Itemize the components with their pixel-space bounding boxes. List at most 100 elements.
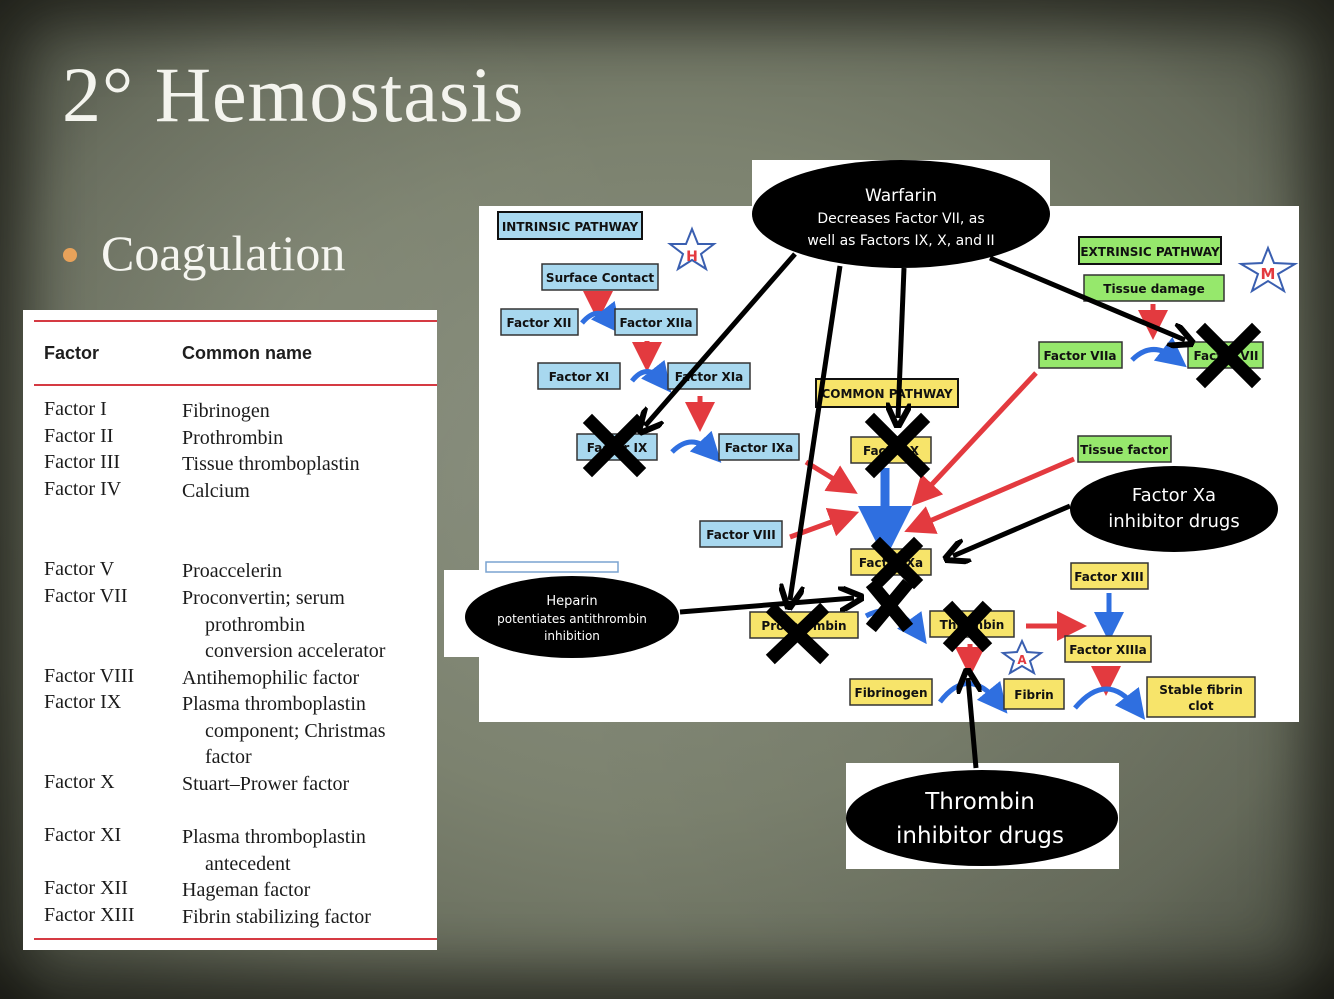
x-mark-factor-xa [870, 536, 924, 590]
header-factor: Factor [44, 343, 100, 363]
table-top-rule [34, 320, 437, 322]
x-mark-prothrombin [765, 602, 830, 665]
common-name-line: Tissue thromboplastin [182, 453, 360, 475]
factor-cell: Factor X [44, 771, 115, 793]
xa-inhibitor-line1: Factor Xa [1132, 485, 1216, 506]
star-m-letter: M [1261, 265, 1276, 283]
common-name-line: Plasma thromboplastin [182, 826, 366, 848]
common-name-cell: Proconvertin; serum prothrombin conversion… [182, 585, 434, 665]
heparin-ellipse [465, 576, 679, 658]
common-name-cell: Antihemophilic factor [182, 665, 434, 692]
box-stable-clot-line1: Stable fibrin [1159, 683, 1243, 697]
box-tissue-damage: Tissue damage [1103, 282, 1204, 296]
box-factor-ixa: Factor IXa [725, 441, 794, 455]
box-factor-xiiia: Factor XIIIa [1069, 643, 1147, 657]
box-factor-xii: Factor XII [507, 316, 572, 330]
star-h-icon [667, 226, 717, 272]
common-name-cell: Fibrin stabilizing factor [182, 904, 434, 931]
common-name-line: Plasma thromboplastin [182, 693, 366, 715]
box-factor-xiii: Factor XIII [1074, 570, 1143, 584]
star-m-icon [1237, 245, 1299, 294]
heparin-line3: inhibition [544, 629, 600, 643]
warfarin-line2: Decreases Factor VII, as [817, 211, 984, 227]
common-name-cell: Plasma thromboplastin component; Christma… [182, 691, 434, 771]
common-name-cell: Hageman factor [182, 877, 434, 904]
common-name-line: Antihemophilic factor [182, 667, 360, 689]
box-factor-xiia: Factor XIIa [619, 316, 692, 330]
inhibitor-arrows [645, 252, 1185, 769]
common-name-cell: Prothrombin [182, 425, 434, 452]
common-name-line: Prothrombin [182, 427, 284, 449]
box-factor-viia: Factor VIIa [1043, 349, 1116, 363]
slide-title: 2° Hemostasis [62, 51, 525, 138]
common-name-cell: Calcium [182, 478, 434, 505]
warfarin-title: Warfarin [865, 186, 937, 206]
extrinsic-pathway-label [1078, 236, 1222, 265]
factor-cell: Factor XI [44, 824, 122, 846]
box-fibrin: Fibrin [1014, 688, 1053, 702]
box-stable-clot-line2: clot [1188, 699, 1213, 713]
xa-inhibitor-line2: inhibitor drugs [1108, 511, 1239, 532]
bullet-dot-icon [63, 248, 77, 262]
common-name-line: conversion accelerator [205, 640, 386, 663]
thrombin-inhibitor-ellipse [846, 770, 1118, 866]
box-factor-xi: Factor XI [549, 370, 610, 384]
box-surface-contact: Surface Contact [546, 271, 654, 285]
extrinsic-pathway-text: EXTRINSIC PATHWAY [1080, 245, 1220, 259]
box-fibrinogen: Fibrinogen [855, 686, 928, 700]
thrombin-inhibitor-line2: inhibitor drugs [896, 823, 1064, 849]
factor-cell: Factor III [44, 451, 121, 473]
common-name-line: prothrombin [205, 613, 305, 636]
factor-cell: Factor II [44, 425, 114, 447]
factor-cell: Factor V [44, 558, 115, 580]
box-factor-viii: Factor VIII [706, 528, 775, 542]
x-mark-thrombin [942, 600, 993, 653]
factor-cell: Factor VII [44, 585, 128, 607]
common-pathway-text: COMMON PATHWAY [821, 387, 952, 401]
star-h-letter: H [686, 249, 698, 265]
warfarin-ellipse [752, 160, 1050, 268]
factor-cell: Factor IV [44, 478, 122, 500]
xa-inhibitor-ellipse [1070, 466, 1278, 552]
common-name-line: component; Christmas [205, 719, 386, 742]
common-name-cell: Proaccelerin [182, 558, 434, 585]
common-name-line: Proaccelerin [182, 560, 282, 582]
hidden-box-edge [485, 561, 619, 573]
common-name-line: Hageman factor [182, 879, 311, 901]
intrinsic-pathway-label [497, 211, 643, 240]
thrombin-inhibitor-line1: Thrombin [924, 789, 1035, 815]
common-name-line: Proconvertin; serum [182, 587, 345, 609]
box-tissue-factor: Tissue factor [1080, 443, 1168, 457]
common-name-line: Fibrin stabilizing factor [182, 906, 371, 928]
factor-cell: Factor XIII [44, 904, 135, 926]
factor-cell: Factor XII [44, 877, 128, 899]
bullet-coagulation: Coagulation [101, 225, 346, 281]
x-mark-factor-x [864, 412, 931, 479]
intrinsic-pathway-text: INTRINSIC PATHWAY [502, 220, 639, 234]
factor-cell: Factor VIII [44, 665, 135, 687]
common-name-cell: Stuart–Prower factor [182, 771, 434, 798]
heparin-line2: potentiates antithrombin [497, 612, 647, 626]
x-mark-prothrombin-conversion [865, 578, 914, 633]
blocked-x-marks [582, 322, 1262, 665]
header-common-name: Common name [182, 343, 313, 363]
common-pathway-label [815, 378, 959, 408]
common-name-line: factor [205, 746, 252, 769]
heparin-title: Heparin [546, 594, 597, 609]
common-name-line: Fibrinogen [182, 400, 270, 422]
factor-cell: Factor I [44, 398, 107, 420]
common-name-cell: Fibrinogen [182, 398, 434, 425]
table-header-rule [34, 384, 437, 386]
common-name-cell: Tissue thromboplastin [182, 451, 434, 478]
factor-cell: Factor IX [44, 691, 122, 713]
common-name-line: Calcium [182, 480, 250, 502]
star-a-letter: A [1017, 653, 1027, 667]
star-a-icon [1000, 638, 1044, 676]
x-mark-factor-ix [582, 413, 647, 478]
table-bottom-rule [34, 938, 437, 940]
x-mark-factor-vii [1195, 322, 1262, 389]
